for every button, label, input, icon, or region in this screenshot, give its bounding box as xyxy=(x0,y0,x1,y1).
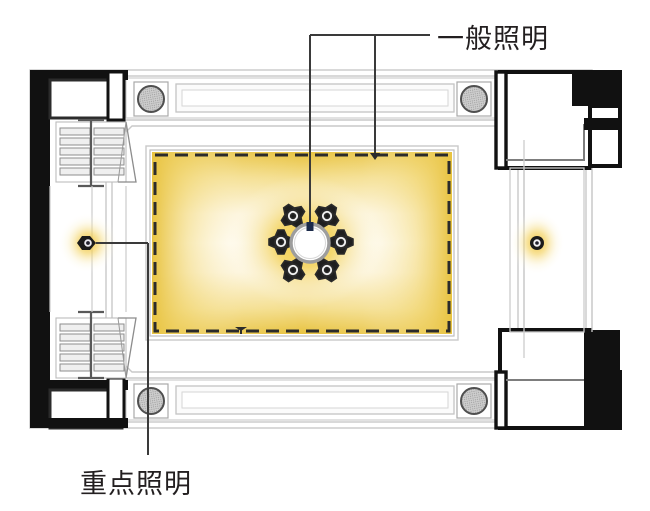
blinds-upper-left xyxy=(55,118,137,188)
downlight-top-right xyxy=(456,81,492,117)
left-exterior-wall xyxy=(30,70,50,428)
wall-accent-spot-right xyxy=(530,236,544,250)
wall-accent-spot-left xyxy=(77,236,96,250)
right-wall-top-assembly xyxy=(494,70,622,170)
blinds-lower-left xyxy=(55,310,137,380)
central-chandelier xyxy=(268,203,354,283)
downlight-top-left xyxy=(133,81,169,117)
cove-arrow-marker-bottom xyxy=(235,327,247,334)
bottom-light-trough xyxy=(125,379,505,421)
chandelier-satellite-spots xyxy=(268,203,354,283)
leader-accent-lighting xyxy=(96,242,149,455)
dashed-cove-light-line xyxy=(153,153,451,333)
top-light-trough xyxy=(125,77,505,119)
leader-general-lighting xyxy=(309,34,430,228)
downlight-bottom-right xyxy=(456,383,492,419)
left-wall-assembly xyxy=(30,70,128,430)
label-accent-lighting: 重点照明 xyxy=(80,469,192,500)
right-wall-bottom-assembly xyxy=(494,328,622,430)
label-general-lighting: 一般照明 xyxy=(437,24,549,55)
leader-arrow-chandelier xyxy=(306,222,314,231)
downlight-bottom-left xyxy=(133,383,169,419)
leader-arrow-cove xyxy=(370,153,380,160)
